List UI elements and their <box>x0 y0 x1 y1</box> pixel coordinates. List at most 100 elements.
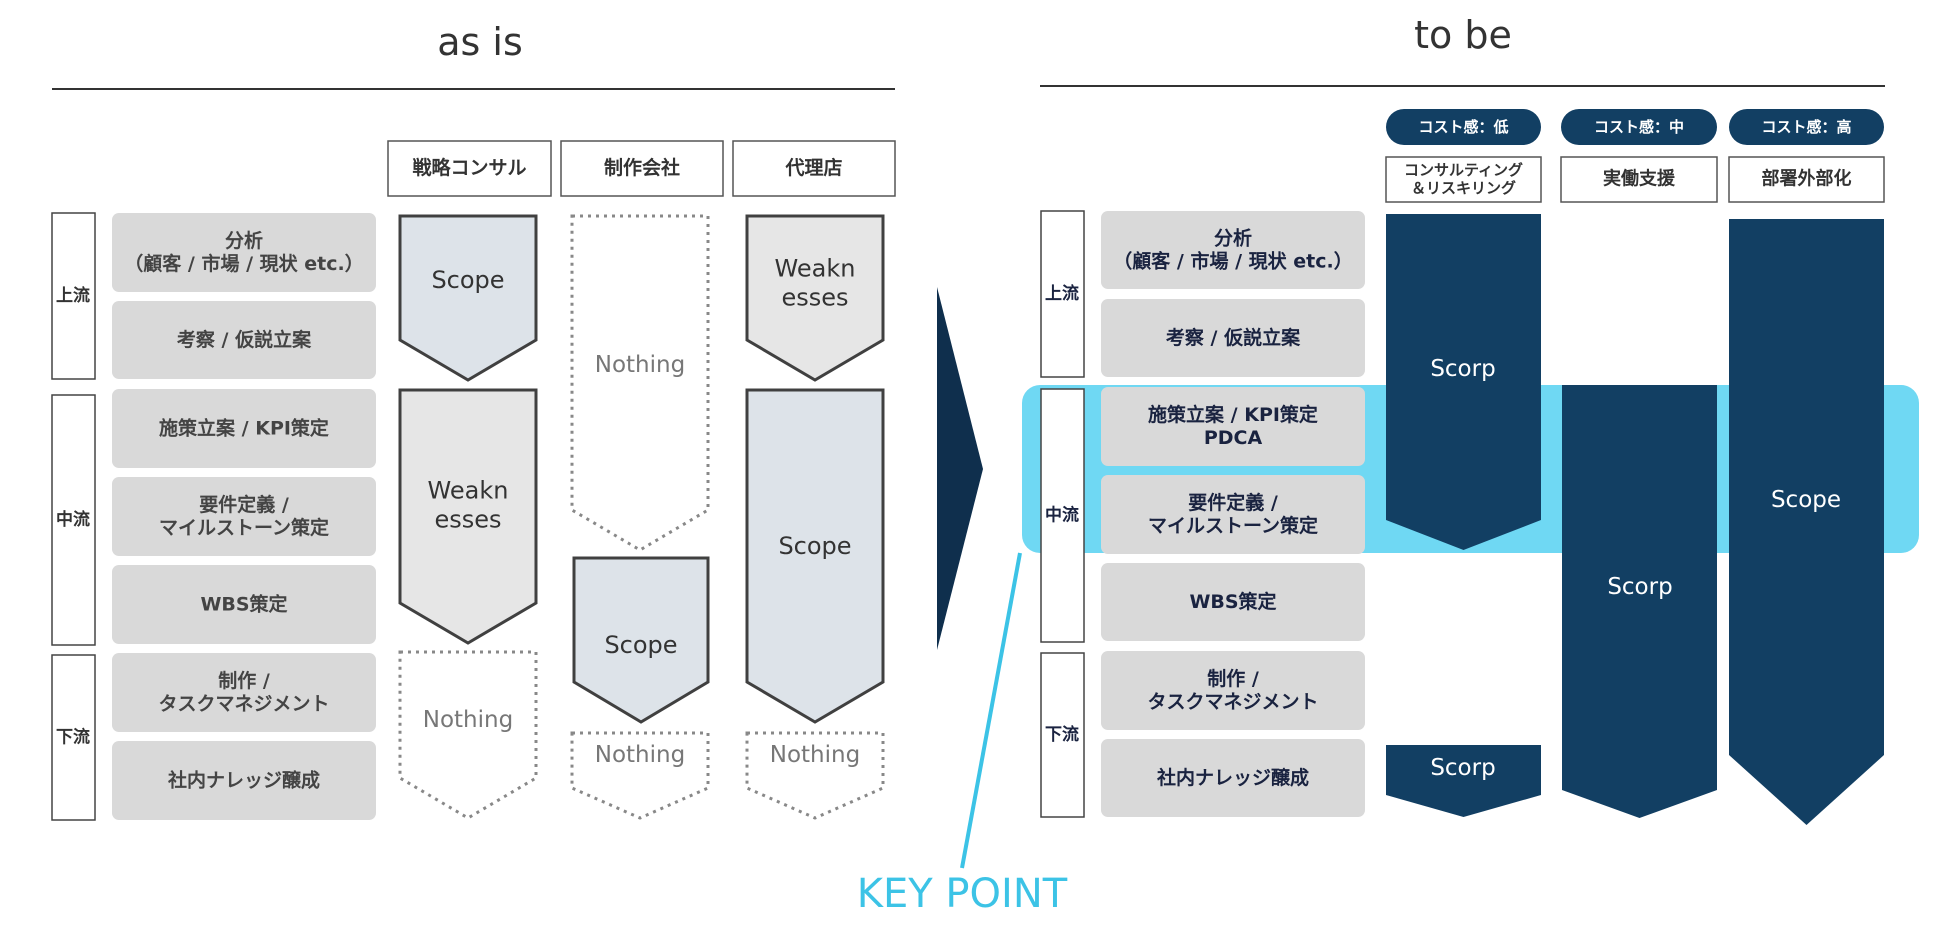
to-be-task-box <box>1101 299 1365 377</box>
as-is-arrow-label: Nothing <box>770 742 860 768</box>
as-is-task-label: 考察 / 仮説立案 <box>177 328 312 351</box>
as-is-arrow-label: Nothing <box>423 707 513 733</box>
cost-badge-label: コスト感：高 <box>1761 118 1851 136</box>
as-is-phase-label: 上流 <box>56 285 90 306</box>
cost-badge <box>1729 109 1884 145</box>
as-is-arrow-nothing <box>570 731 710 820</box>
as-is-task-box <box>112 741 376 820</box>
as-is-phase-bracket <box>51 394 96 646</box>
as-is-task-label: 制作 / <box>218 669 270 692</box>
to-be-task-box <box>1101 739 1365 817</box>
as-is-arrow-nothing <box>570 214 710 552</box>
to-be-column-header-label: 実働支援 <box>1603 168 1676 190</box>
cost-badge-label: コスト感：低 <box>1418 118 1508 136</box>
as-is-column-header <box>560 140 724 197</box>
as-is-arrow-weak <box>398 388 538 645</box>
as-is-task-box <box>112 477 376 556</box>
to-be-bar-consulting-bottom <box>1386 745 1541 817</box>
as-is-task-label: 施策立案 / KPI策定 <box>159 417 329 440</box>
as-is-task-label: マイルストーン策定 <box>159 516 329 539</box>
as-is-task-box <box>112 653 376 732</box>
as-is-column-header <box>387 140 552 197</box>
to-be-task-label: 考察 / 仮説立案 <box>1166 326 1301 349</box>
to-be-task-label: 要件定義 / <box>1188 491 1278 514</box>
to-be-task-label: WBS策定 <box>1189 590 1276 613</box>
to-be-task-box <box>1101 563 1365 641</box>
as-is-arrow-weak <box>745 214 885 382</box>
to-be-title: to be <box>1414 13 1512 57</box>
as-is-task-box <box>112 389 376 468</box>
as-is-task-label: 社内ナレッジ醸成 <box>167 769 320 792</box>
as-is-arrow-label: Nothing <box>595 352 685 378</box>
as-is-task-label: 分析 <box>225 229 263 252</box>
as-is-arrow-nothing <box>398 650 538 820</box>
transition-arrow <box>937 287 983 650</box>
to-be-phase-label: 下流 <box>1045 724 1079 745</box>
as-is-arrow-label: Nothing <box>595 742 685 768</box>
as-is-task-box <box>112 565 376 644</box>
to-be-bar-outsourcing <box>1729 219 1884 825</box>
as-is-arrow-scope <box>398 214 538 382</box>
to-be-bar-execution <box>1562 385 1717 818</box>
as-is-arrow-label: Weakn <box>428 476 509 504</box>
to-be-column-header <box>1728 156 1885 203</box>
to-be-task-label: PDCA <box>1204 427 1263 449</box>
as-is-column-header-label: 制作会社 <box>604 156 680 179</box>
as-is-phase-label: 中流 <box>56 509 90 530</box>
to-be-phase-bracket <box>1040 652 1085 818</box>
to-be-bar-label: Scorp <box>1430 356 1495 382</box>
to-be-task-box <box>1101 387 1365 466</box>
as-is-arrow-label: esses <box>781 284 848 312</box>
as-is-arrow-label: Scope <box>604 631 677 659</box>
to-be-task-label: 社内ナレッジ醸成 <box>1156 766 1309 789</box>
to-be-phase-label: 中流 <box>1045 505 1079 526</box>
as-is-arrow-label: Scope <box>431 266 504 294</box>
key-point-label: KEY POINT <box>857 871 1068 917</box>
to-be-column-header-label: 部署外部化 <box>1762 168 1852 190</box>
to-be-column-header <box>1385 156 1542 203</box>
as-is-arrow-label: Weakn <box>775 254 856 282</box>
as-is-arrow-nothing <box>745 731 885 820</box>
as-is-phase-label: 下流 <box>56 727 90 748</box>
as-is-arrow-label: Scope <box>778 532 851 560</box>
to-be-task-box <box>1101 211 1365 289</box>
as-is-task-box <box>112 213 376 292</box>
to-be-phase-label: 上流 <box>1045 283 1079 304</box>
cost-badge-label: コスト感：中 <box>1594 118 1684 136</box>
as-is-arrow-label: esses <box>434 506 501 534</box>
as-is-task-box <box>112 301 376 379</box>
as-is-task-label: 要件定義 / <box>199 493 289 516</box>
as-is-task-label: WBS策定 <box>200 593 287 616</box>
as-is-column-header-label: 代理店 <box>784 156 842 179</box>
to-be-column-header-label: コンサルティング <box>1404 161 1523 179</box>
as-is-phase-bracket <box>51 654 96 821</box>
to-be-task-label: （顧客 / 市場 / 現状 etc.） <box>1113 250 1352 273</box>
key-point-pointer-line <box>960 552 1022 869</box>
to-be-bar-consulting <box>1386 214 1541 550</box>
cost-badge <box>1386 109 1541 145</box>
to-be-bar-label: Scorp <box>1430 755 1495 781</box>
to-be-task-box <box>1101 651 1365 730</box>
as-is-phase-bracket <box>51 212 96 380</box>
as-is-task-label: タスクマネジメント <box>158 693 329 715</box>
as-is-column-header <box>732 140 896 197</box>
to-be-task-label: 制作 / <box>1207 667 1259 690</box>
to-be-task-label: 分析 <box>1214 226 1252 249</box>
to-be-task-label: マイルストーン策定 <box>1148 514 1318 537</box>
as-is-arrow-scope <box>572 556 710 724</box>
as-is-task-label: （顧客 / 市場 / 現状 etc.） <box>124 252 363 275</box>
to-be-task-label: タスクマネジメント <box>1147 691 1318 713</box>
to-be-bar-label: Scope <box>1771 487 1841 513</box>
to-be-phase-bracket <box>1040 210 1085 378</box>
as-is-column-header-label: 戦略コンサル <box>412 156 526 179</box>
as-is-title: as is <box>437 20 523 64</box>
to-be-column-header-label: ＆リスキリング <box>1411 179 1516 197</box>
to-be-column-header <box>1560 156 1718 203</box>
to-be-task-box <box>1101 475 1365 554</box>
to-be-bar-label: Scorp <box>1607 574 1672 600</box>
to-be-phase-bracket <box>1040 388 1085 643</box>
as-is-arrow-scope <box>745 388 885 724</box>
cost-badge <box>1561 109 1717 145</box>
to-be-task-label: 施策立案 / KPI策定 <box>1148 403 1318 426</box>
